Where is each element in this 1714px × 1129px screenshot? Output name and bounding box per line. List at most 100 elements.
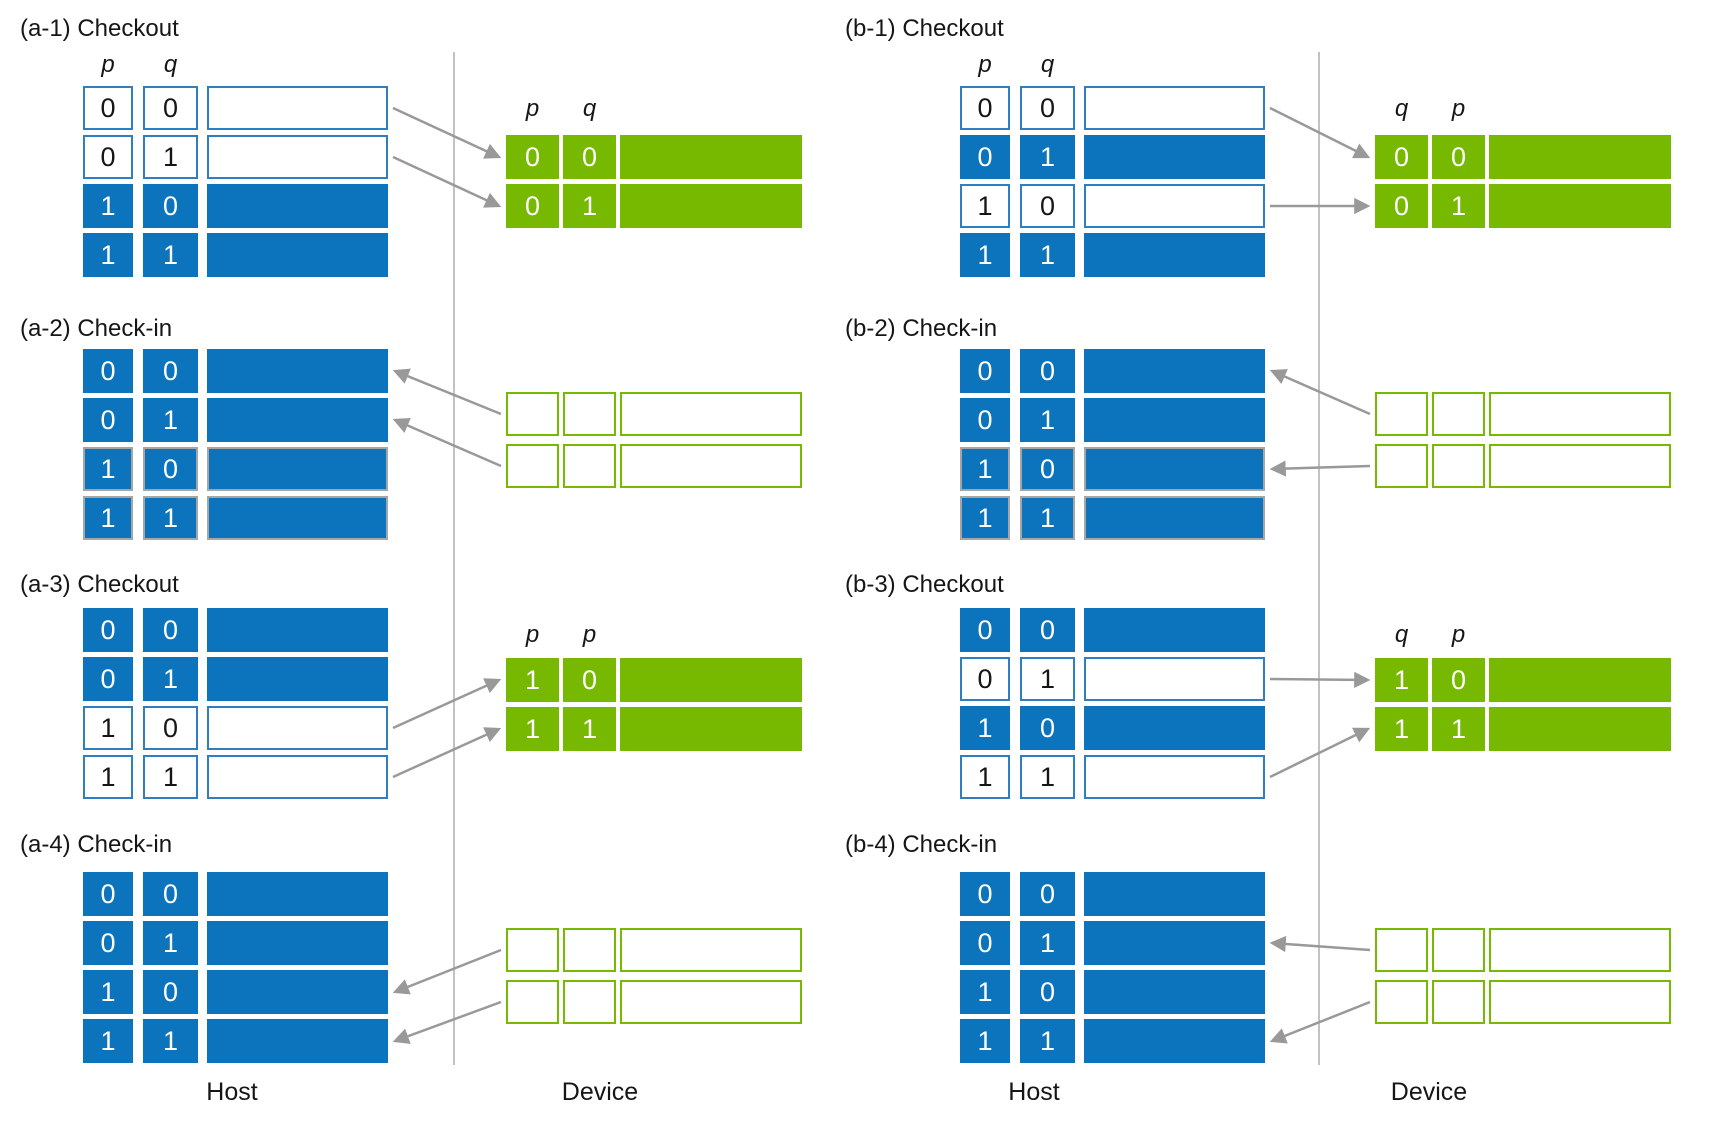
panel-title-b-2: (b-2) Check-in xyxy=(845,315,998,342)
host-flag-cell: 1 xyxy=(143,233,198,277)
host-flag-cell: 0 xyxy=(960,608,1010,652)
device-data-bar xyxy=(620,658,802,702)
device-flag-cell: 1 xyxy=(563,707,616,751)
host-col-header: p xyxy=(978,51,992,78)
transfer-arrow xyxy=(392,948,502,995)
host-flag-cell: 1 xyxy=(1020,755,1075,799)
device-col-header: q xyxy=(582,95,597,122)
host-data-bar xyxy=(207,706,388,750)
transfer-arrow xyxy=(392,106,502,159)
host-flag-cell: 1 xyxy=(143,1019,198,1063)
device-flag-cell xyxy=(563,392,616,436)
host-label-right: Host xyxy=(1008,1078,1060,1106)
host-flag-cell: 0 xyxy=(83,135,133,179)
host-flag-cell: 0 xyxy=(83,349,133,393)
transfer-arrow xyxy=(1269,106,1371,159)
device-data-bar xyxy=(1489,658,1671,702)
host-flag-cell: 0 xyxy=(1020,86,1075,130)
device-flag-cell xyxy=(1375,392,1428,436)
host-flag-cell: 0 xyxy=(143,970,198,1014)
device-col-header: p xyxy=(525,621,540,648)
host-flag-cell: 0 xyxy=(83,86,133,130)
panel-title-b-3: (b-3) Checkout xyxy=(845,571,1004,598)
host-flag-cell: 1 xyxy=(960,184,1010,228)
host-flag-cell: 0 xyxy=(1020,872,1075,916)
host-flag-cell: 0 xyxy=(143,447,198,491)
host-flag-cell: 1 xyxy=(960,706,1010,750)
host-data-bar xyxy=(1084,1019,1265,1063)
device-data-bar xyxy=(1489,444,1671,488)
device-flag-cell xyxy=(506,980,559,1024)
host-label-left: Host xyxy=(206,1078,258,1106)
host-flag-cell: 1 xyxy=(143,921,198,965)
transfer-arrow xyxy=(392,155,502,208)
device-col-header: p xyxy=(1451,621,1466,648)
host-flag-cell: 0 xyxy=(1020,608,1075,652)
device-col-header: p xyxy=(525,95,540,122)
host-flag-cell: 0 xyxy=(1020,349,1075,393)
host-flag-cell: 1 xyxy=(960,233,1010,277)
host-data-bar xyxy=(207,398,388,442)
host-data-bar xyxy=(207,608,388,652)
host-flag-cell: 0 xyxy=(960,349,1010,393)
device-flag-cell xyxy=(563,444,616,488)
device-flag-cell: 1 xyxy=(1375,658,1428,702)
device-flag-cell: 1 xyxy=(506,658,559,702)
device-data-bar xyxy=(1489,184,1671,228)
device-flag-cell: 0 xyxy=(1432,135,1485,179)
host-data-bar xyxy=(1084,184,1265,228)
host-flag-cell: 1 xyxy=(1020,1019,1075,1063)
host-data-bar xyxy=(1084,447,1265,491)
transfer-arrow xyxy=(392,418,502,468)
host-flag-cell: 1 xyxy=(1020,657,1075,701)
host-flag-cell: 1 xyxy=(83,447,133,491)
host-data-bar xyxy=(1084,657,1265,701)
device-flag-cell: 1 xyxy=(1432,707,1485,751)
device-data-bar xyxy=(620,444,802,488)
transfer-arrow xyxy=(1269,727,1371,779)
device-label-right: Device xyxy=(1390,1078,1468,1106)
host-flag-cell: 1 xyxy=(83,184,133,228)
device-flag-cell xyxy=(506,392,559,436)
host-flag-cell: 0 xyxy=(960,86,1010,130)
device-flag-cell: 1 xyxy=(1432,184,1485,228)
host-flag-cell: 1 xyxy=(960,755,1010,799)
host-data-bar xyxy=(1084,398,1265,442)
device-label-left: Device xyxy=(561,1078,639,1106)
device-flag-cell xyxy=(1432,928,1485,972)
transfer-arrow xyxy=(392,368,502,416)
host-data-bar xyxy=(207,233,388,277)
host-data-bar xyxy=(207,184,388,228)
host-flag-cell: 1 xyxy=(83,233,133,277)
host-data-bar xyxy=(1084,921,1265,965)
host-flag-cell: 0 xyxy=(143,184,198,228)
device-flag-cell xyxy=(563,928,616,972)
transfer-arrow xyxy=(1269,935,1371,953)
panel-title-b-1: (b-1) Checkout xyxy=(845,15,1004,42)
host-flag-cell: 1 xyxy=(960,496,1010,540)
device-data-bar xyxy=(620,707,802,751)
host-data-bar xyxy=(1084,86,1265,130)
host-flag-cell: 0 xyxy=(143,349,198,393)
host-flag-cell: 0 xyxy=(1020,970,1075,1014)
device-flag-cell xyxy=(1375,444,1428,488)
host-data-bar xyxy=(207,755,388,799)
device-flag-cell xyxy=(1375,928,1428,972)
device-data-bar xyxy=(620,980,802,1024)
host-flag-cell: 1 xyxy=(1020,135,1075,179)
transfer-arrow xyxy=(1269,671,1371,688)
host-flag-cell: 0 xyxy=(960,135,1010,179)
host-flag-cell: 0 xyxy=(83,872,133,916)
host-flag-cell: 1 xyxy=(83,970,133,1014)
device-data-bar xyxy=(1489,707,1671,751)
device-flag-cell xyxy=(1375,980,1428,1024)
host-flag-cell: 1 xyxy=(83,1019,133,1063)
host-flag-cell: 0 xyxy=(960,921,1010,965)
host-flag-cell: 0 xyxy=(143,706,198,750)
host-flag-cell: 1 xyxy=(143,398,198,442)
device-flag-cell: 0 xyxy=(506,184,559,228)
host-col-header: q xyxy=(163,51,178,78)
host-flag-cell: 1 xyxy=(143,657,198,701)
host-data-bar xyxy=(207,921,388,965)
